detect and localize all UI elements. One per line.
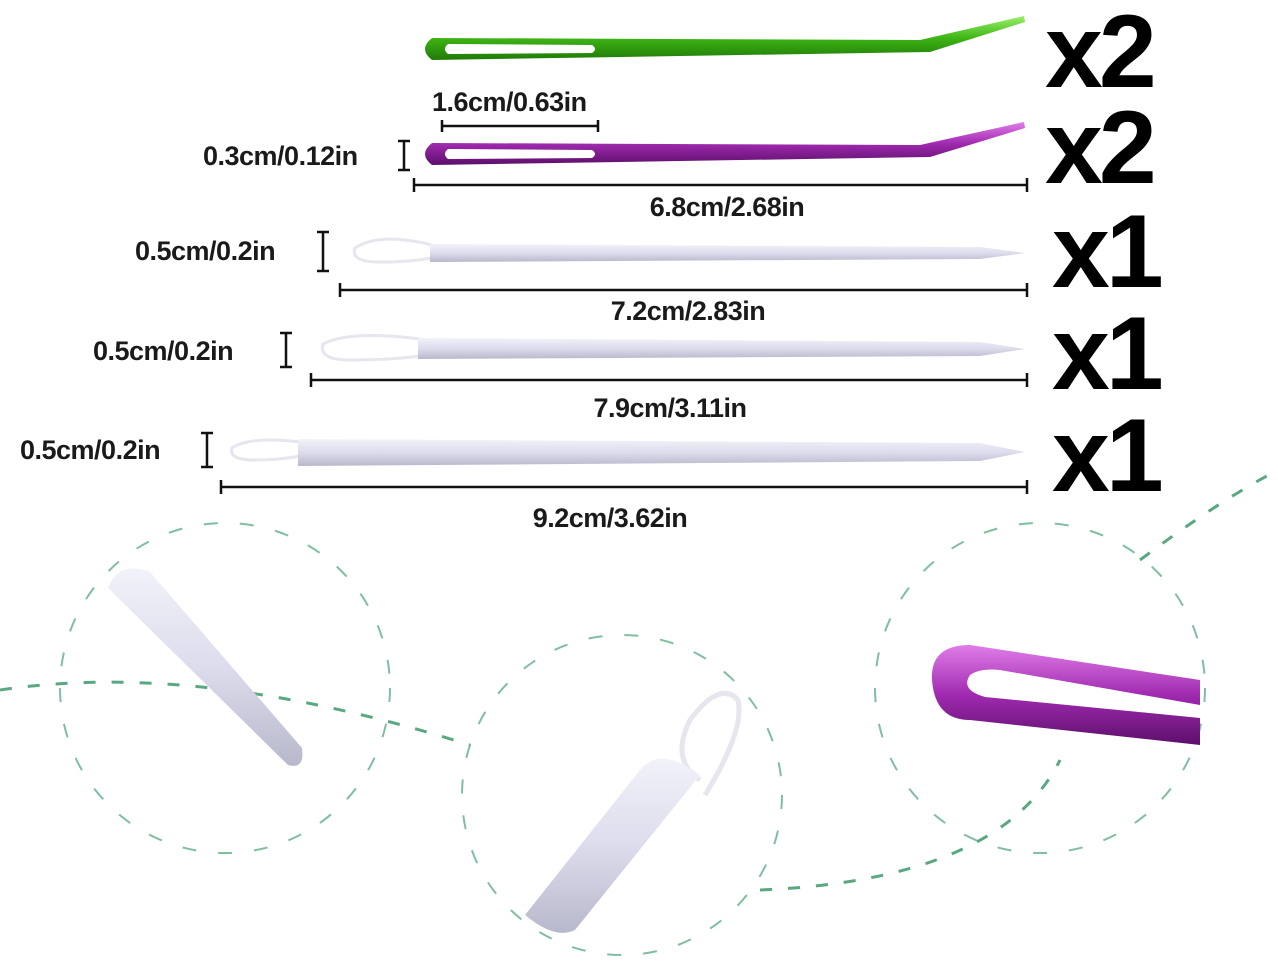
eye-length-label: 1.6cm/0.63in <box>432 87 587 117</box>
closeup-needle-tip <box>108 568 303 766</box>
plastic-needle-small <box>352 237 1025 264</box>
quantity-plastic-medium: x1 <box>1052 296 1164 412</box>
small-length-label: 7.2cm/2.83in <box>610 296 766 326</box>
dimension-lines <box>201 120 1029 494</box>
detail-circles <box>59 522 1206 956</box>
plastic-needle-medium <box>320 333 1025 362</box>
purple-length-label: 6.8cm/2.68in <box>649 192 805 222</box>
quantity-plastic-small: x1 <box>1052 194 1164 310</box>
quantity-green: x2 <box>1045 0 1157 110</box>
small-width-label: 0.5cm/0.2in <box>135 236 276 266</box>
large-width-label: 0.5cm/0.2in <box>20 435 161 465</box>
purple-width-label: 0.3cm/0.12in <box>203 141 358 171</box>
quantity-plastic-large: x1 <box>1052 398 1164 514</box>
dashed-thread <box>0 468 1278 892</box>
quantity-purple: x2 <box>1045 90 1157 206</box>
large-length-label: 9.2cm/3.62in <box>532 503 688 533</box>
medium-length-label: 7.9cm/3.11in <box>593 393 747 423</box>
medium-width-label: 0.5cm/0.2in <box>93 336 234 366</box>
closeup-needle-loop <box>525 690 742 933</box>
purple-needle <box>425 122 1025 165</box>
closeup-needle-eye <box>931 645 1200 745</box>
green-needle <box>425 16 1025 60</box>
plastic-needle-large <box>230 438 1025 466</box>
